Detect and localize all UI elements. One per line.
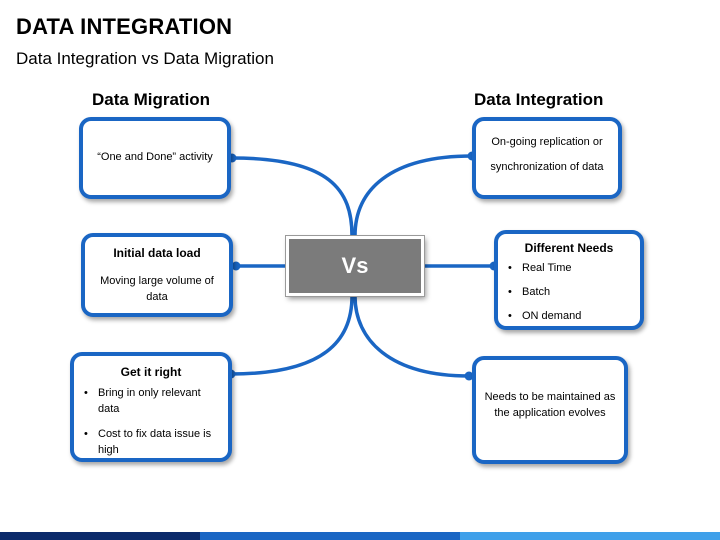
list-item: Cost to fix data issue is high: [84, 427, 220, 459]
connector-left-bottom: [230, 295, 354, 376]
integration-box-maintained: Needs to be maintained as the applicatio…: [472, 356, 628, 464]
left-column-heading: Data Migration: [92, 90, 211, 109]
bottom-accent-bar: [0, 532, 720, 540]
vs-box: Vs: [285, 235, 425, 297]
integration-box-different-needs-heading: Different Needs: [524, 241, 614, 255]
migration-box-one-and-done-text: “One and Done” activity: [97, 151, 213, 164]
migration-box-one-and-done: “One and Done” activity: [79, 117, 231, 199]
bottom-bar-segment-light: [460, 532, 720, 540]
list-item: Bring in only relevant data: [84, 386, 220, 418]
list-item: Batch: [508, 285, 640, 301]
right-column-heading: Data Integration: [474, 90, 604, 109]
list-item: ON demand: [508, 309, 640, 325]
node-left-mid: [231, 261, 241, 271]
integration-box-replication: On-going replication or synchronization …: [472, 117, 622, 199]
integration-box-different-needs-list: Real Time Batch ON demand: [498, 261, 640, 325]
connector-right-top: [353, 154, 473, 237]
vs-label: Vs: [341, 253, 369, 278]
connector-right-bottom: [353, 295, 470, 378]
bottom-bar-segment-mid: [200, 532, 460, 540]
migration-box-get-it-right: Get it right Bring in only relevant data…: [70, 352, 232, 462]
integration-box-different-needs: Different Needs Real Time Batch ON deman…: [494, 230, 644, 330]
migration-box-get-it-right-list: Bring in only relevant data Cost to fix …: [74, 386, 228, 459]
migration-box-initial-load-text: Moving large volume of data: [100, 275, 214, 304]
migration-box-initial-load: Initial data load Moving large volume of…: [81, 233, 233, 317]
bottom-bar-segment-dark: [0, 532, 200, 540]
integration-box-maintained-text: Needs to be maintained as the applicatio…: [484, 391, 616, 419]
page-subtitle: Data Integration vs Data Migration: [16, 49, 274, 68]
connector-left-top: [231, 156, 354, 237]
migration-box-get-it-right-heading: Get it right: [120, 365, 182, 379]
node-right-bottom: [464, 371, 474, 381]
list-item: Real Time: [508, 261, 640, 277]
migration-box-initial-load-heading: Initial data load: [113, 246, 201, 260]
integration-box-replication-line1: On-going replication or: [491, 136, 603, 148]
page-title: DATA INTEGRATION: [16, 14, 233, 39]
integration-box-replication-line2: synchronization of data: [490, 160, 604, 173]
